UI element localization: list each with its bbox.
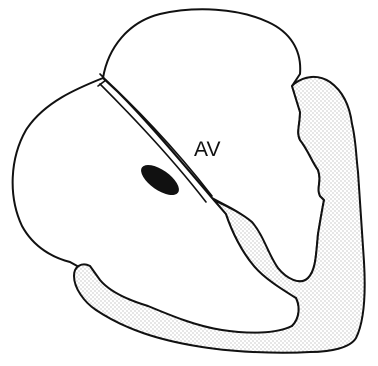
av-label: AV: [194, 138, 220, 161]
